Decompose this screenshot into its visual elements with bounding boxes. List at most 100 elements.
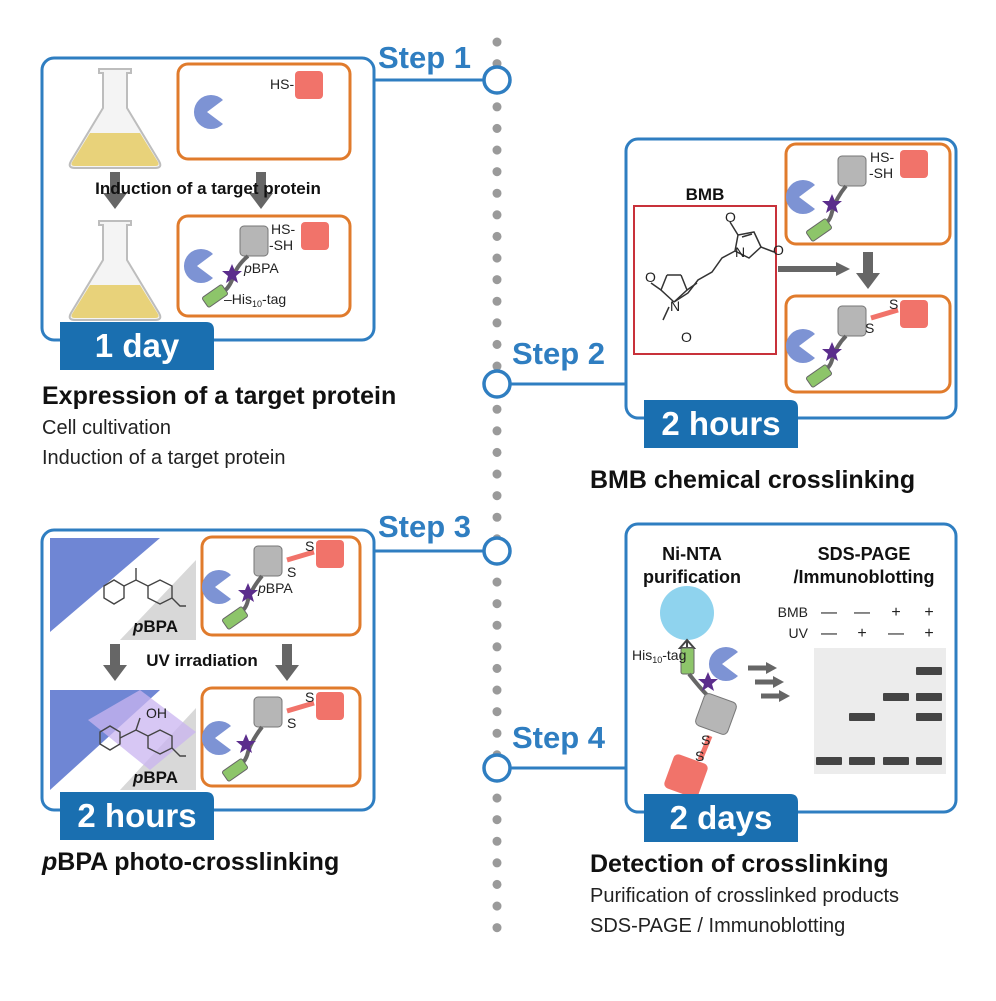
condition-sign: —	[888, 625, 904, 642]
timeline-node-3	[482, 536, 512, 566]
pbpa-structure-top: pBPA	[50, 538, 196, 640]
duration-tab	[644, 794, 798, 842]
duration-4: 2 days	[670, 799, 773, 836]
interacting-protein-icon	[785, 329, 815, 363]
blot-band-low	[916, 713, 942, 721]
blot-heading-2: /Immunoblotting	[794, 567, 935, 587]
step-1-panel: HS- Induction of a target protein HS- -S…	[40, 56, 396, 469]
atom-o-label: O	[645, 269, 656, 285]
flask-icon	[68, 220, 162, 321]
step-2-panel: BMB N O O N O O HS- -SH	[590, 137, 958, 494]
sulfur-label: S	[305, 538, 314, 554]
sulfur-label: S	[889, 296, 898, 312]
his-tag-icon	[680, 647, 695, 675]
hs-label: HS-	[870, 149, 894, 165]
partner-protein-icon	[301, 222, 329, 250]
immunoblot-membrane	[814, 648, 946, 774]
analysis-arrows	[748, 662, 790, 702]
interacting-protein-icon	[785, 180, 815, 214]
interacting-protein-icon	[183, 248, 213, 283]
uv-label: UV irradiation	[146, 651, 257, 670]
down-arrow	[282, 644, 292, 666]
down-arrow	[863, 252, 873, 274]
blot-band-monomer	[883, 757, 909, 765]
sulfur-label: S	[865, 320, 874, 336]
target-protein-icon	[239, 225, 269, 257]
sulfur-label: S	[287, 715, 296, 731]
interacting-protein-icon	[193, 94, 223, 129]
bmb-crosslink	[286, 700, 315, 714]
uv-row-label: UV	[789, 625, 809, 641]
bmb-crosslink	[697, 735, 713, 761]
target-protein-icon	[253, 545, 283, 577]
target-protein-icon	[837, 155, 867, 187]
condition-sign: +	[924, 625, 933, 642]
timeline-node-2	[482, 369, 512, 399]
duration-1: 1 day	[95, 327, 180, 364]
step-2-label: Step 2	[512, 336, 605, 371]
target-protein-icon	[837, 305, 867, 337]
sh-label: -SH	[269, 237, 293, 253]
step-3-title: pBPA photo-crosslinking	[41, 848, 339, 876]
sulfur-label: S	[695, 748, 704, 764]
blot-band-mid	[916, 693, 942, 701]
his-tag-icon	[202, 284, 228, 308]
partner-protein-icon	[316, 540, 344, 568]
his-tag-icon	[222, 606, 248, 630]
step-4-detail-2: SDS-PAGE / Immunoblotting	[590, 915, 845, 937]
immunoblot-bands	[816, 667, 942, 765]
pbpa-structure-irradiated: OH pBPA	[50, 690, 196, 790]
blot-heading-1: SDS-PAGE	[818, 544, 911, 564]
atom-o-label: O	[773, 242, 784, 258]
bmb-label: BMB	[686, 185, 725, 204]
purification-heading-1: Ni-NTA	[662, 544, 722, 564]
pbpa-label: pBPA	[132, 617, 178, 636]
duration-2: 2 hours	[661, 405, 780, 442]
step-1-label: Step 1	[378, 40, 471, 75]
atom-o-label: O	[681, 329, 692, 345]
bmb-structure-box	[633, 205, 777, 355]
condition-sign: —	[821, 625, 837, 642]
partner-protein-icon	[316, 692, 344, 720]
partner-protein-icon	[900, 300, 928, 328]
atom-n-label: N	[735, 244, 745, 260]
atom-o-label: O	[725, 209, 736, 225]
timeline: Step 1 Step 2 Step 3 Step 4	[374, 37, 628, 950]
blot-band-mid	[883, 693, 909, 701]
condition-sign: +	[891, 604, 900, 621]
bmb-row-label: BMB	[778, 604, 808, 620]
blot-band-monomer	[849, 757, 875, 765]
his-tag-icon	[806, 218, 832, 242]
induction-label: Induction of a target protein	[95, 179, 321, 198]
pbpa-star-icon	[238, 583, 258, 602]
hs-label: HS-	[271, 221, 295, 237]
pbpa-label: pBPA	[132, 768, 178, 787]
interacting-protein-icon	[708, 647, 738, 682]
interacting-protein-icon	[201, 570, 231, 604]
ni-nta-bead-icon	[660, 586, 714, 640]
partner-protein-icon	[900, 150, 928, 178]
pbpa-star-icon	[822, 194, 842, 213]
induction-arrows	[103, 172, 273, 209]
target-protein-icon	[253, 696, 283, 728]
partner-protein-icon	[295, 71, 323, 99]
step-2-title: BMB chemical crosslinking	[590, 466, 915, 494]
sulfur-label: S	[305, 689, 314, 705]
down-arrow-head	[103, 665, 127, 681]
timeline-node-4	[482, 753, 512, 783]
bmb-structure	[650, 221, 775, 321]
down-arrow-head	[275, 665, 299, 681]
down-arrow	[110, 644, 120, 666]
his-tag-icon	[806, 364, 832, 388]
purification-heading-2: purification	[643, 567, 741, 587]
partner-protein-icon	[664, 754, 708, 798]
hydroxyl-label: OH	[146, 705, 167, 721]
blot-band-high	[916, 667, 942, 675]
condition-sign: +	[924, 604, 933, 621]
pbpa-label: pBPA	[243, 260, 279, 276]
target-protein-icon	[695, 693, 737, 735]
condition-signs: ——++—+—+	[821, 604, 934, 642]
atom-n-label: N	[670, 298, 680, 314]
sulfur-label: S	[287, 564, 296, 580]
pbpa-star-icon	[698, 672, 718, 691]
